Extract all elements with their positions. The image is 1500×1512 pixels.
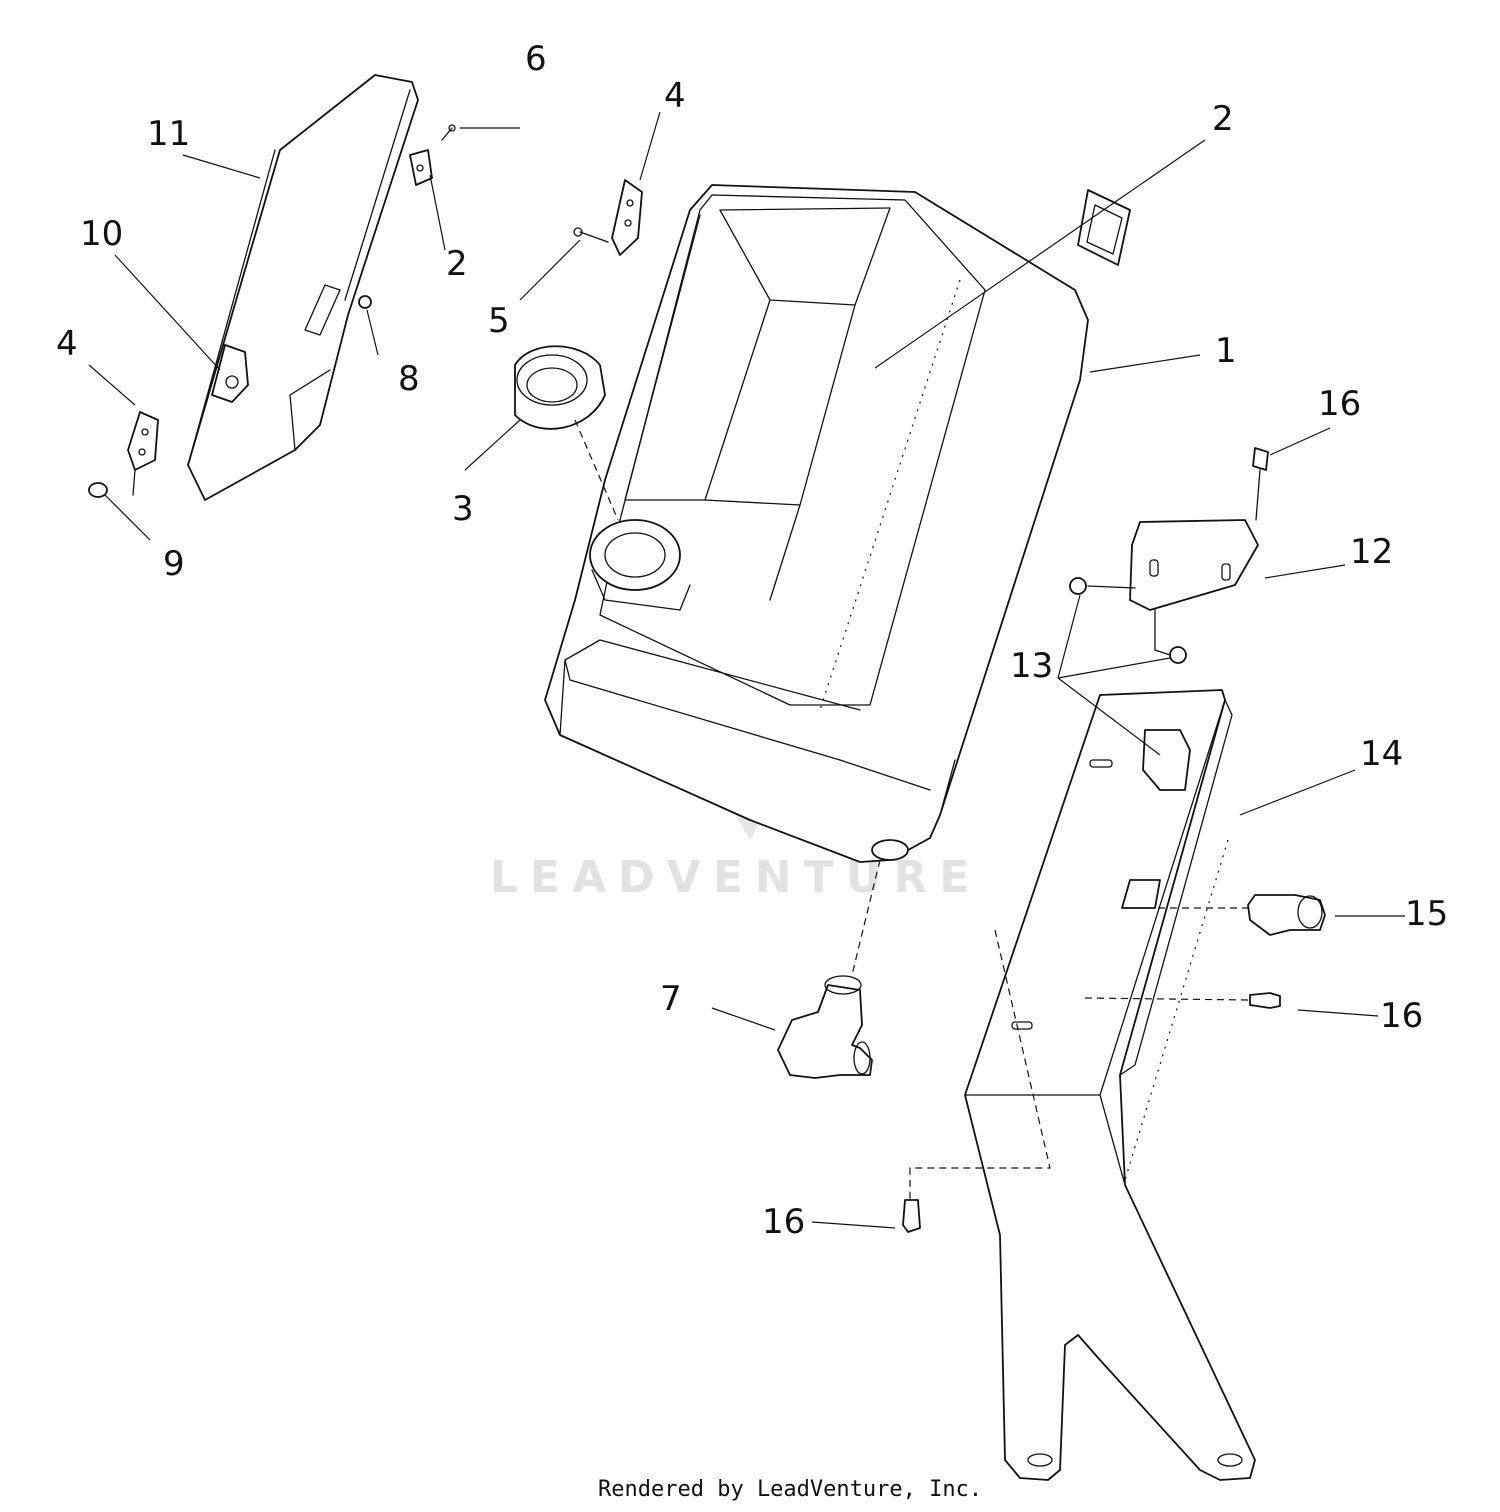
part-latch-bracket bbox=[211, 344, 249, 403]
callout-16-top: 16 bbox=[1318, 384, 1361, 424]
part-fuel-cap bbox=[514, 345, 691, 611]
leader-lines bbox=[88, 111, 1405, 1229]
part-clip-upper bbox=[409, 149, 433, 186]
callout-4-upper: 4 bbox=[664, 76, 686, 116]
callout-16-bottom: 16 bbox=[762, 1202, 805, 1242]
callout-11: 11 bbox=[147, 114, 190, 154]
callout-3: 3 bbox=[452, 489, 474, 529]
callout-14: 14 bbox=[1360, 734, 1403, 774]
callout-9: 9 bbox=[163, 544, 185, 584]
part-support-frame bbox=[909, 689, 1256, 1481]
part-bolt-middle bbox=[1249, 992, 1281, 1009]
part-nut-8 bbox=[358, 295, 372, 309]
callout-8: 8 bbox=[398, 359, 420, 399]
callout-10: 10 bbox=[80, 214, 123, 254]
callout-16-middle: 16 bbox=[1380, 996, 1423, 1036]
callout-7: 7 bbox=[660, 979, 682, 1019]
part-cover-lid bbox=[187, 74, 419, 501]
part-bolt-bottom bbox=[902, 1199, 921, 1233]
watermark-text: LEADVENTURE bbox=[490, 852, 981, 903]
part-mount-bracket bbox=[1129, 519, 1259, 611]
callout-4-left: 4 bbox=[56, 324, 78, 364]
part-latch-knob bbox=[1158, 894, 1326, 936]
part-pad-right bbox=[1077, 189, 1131, 266]
part-screw-6 bbox=[441, 124, 456, 141]
part-screw-5 bbox=[573, 227, 609, 243]
callout-1: 1 bbox=[1215, 331, 1237, 371]
part-bolt-top bbox=[1252, 447, 1269, 521]
callouts: 1 2 2 3 4 4 5 6 7 8 9 10 11 12 13 14 15 … bbox=[56, 39, 1448, 1242]
part-hinge-left bbox=[127, 411, 159, 496]
callout-5: 5 bbox=[488, 301, 510, 341]
part-hinge-upper bbox=[611, 179, 643, 256]
callout-15: 15 bbox=[1405, 894, 1448, 934]
footer-credit: Rendered by LeadVenture, Inc. bbox=[598, 1477, 982, 1502]
part-main-tank bbox=[544, 184, 1089, 863]
callout-2-right: 2 bbox=[1212, 99, 1234, 139]
callout-12: 12 bbox=[1350, 532, 1393, 572]
part-elbow-fitting bbox=[777, 859, 881, 1079]
part-washer bbox=[88, 482, 108, 498]
callout-2-left: 2 bbox=[446, 244, 468, 284]
callout-13: 13 bbox=[1010, 646, 1053, 686]
callout-6: 6 bbox=[525, 39, 547, 79]
